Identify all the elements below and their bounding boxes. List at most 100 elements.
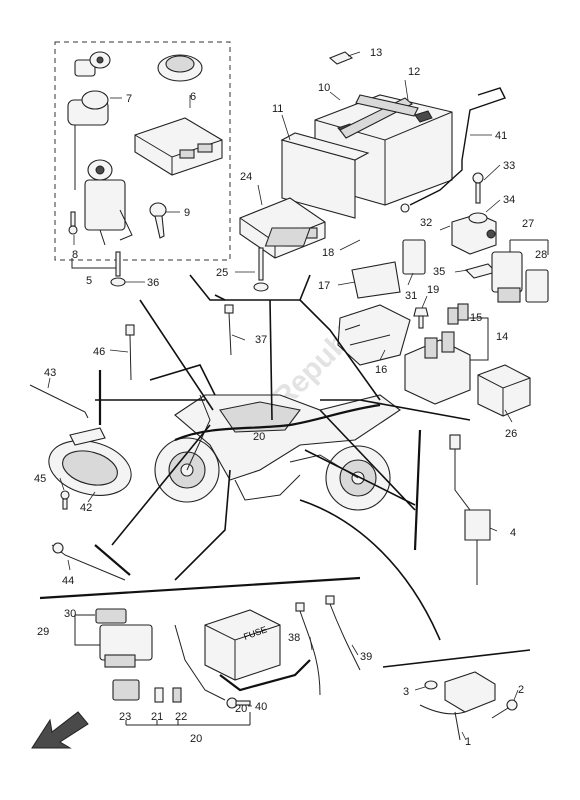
callout-14: 14 [496, 331, 508, 343]
callout-41: 41 [495, 130, 507, 142]
cable-tie-38-part [295, 602, 321, 696]
cable-tie-44-head [52, 542, 64, 554]
callout-7: 7 [126, 93, 132, 105]
callout-16: 16 [375, 364, 387, 376]
divider-mid [98, 370, 422, 551]
callout-20-center: 20 [253, 431, 265, 443]
cable-tie-39-part [325, 595, 361, 671]
callout-10: 10 [318, 82, 330, 94]
callout-5: 5 [86, 275, 92, 287]
callout-31: 31 [405, 290, 417, 302]
callout-4: 4 [510, 527, 516, 539]
bracket-14-15 [470, 317, 489, 361]
main-switch-part [67, 51, 133, 246]
cover-16-part [337, 304, 411, 366]
battery-pad-part [328, 51, 354, 65]
callout-40: 40 [255, 701, 267, 713]
leader-lines [95, 274, 531, 668]
callout-18: 18 [322, 247, 334, 259]
callout-32: 32 [420, 217, 432, 229]
sensor-4-part [449, 434, 491, 585]
callout-15: 15 [470, 312, 482, 324]
callout-11: 11 [272, 103, 283, 115]
pad-18-part [264, 227, 311, 247]
fuse-box-wire [219, 659, 311, 692]
bolt-36-part [110, 251, 126, 287]
callout-19: 19 [427, 284, 439, 296]
screw-45-part [60, 490, 70, 510]
cable-tie-43-part [29, 384, 89, 419]
motorcycle-part [154, 394, 401, 511]
washer-3-part [424, 680, 438, 690]
bracket-20 [125, 712, 251, 726]
bolt-19-part [413, 307, 429, 329]
callout-26: 26 [505, 428, 517, 440]
bracket-27-28 [509, 239, 549, 255]
callout-28: 28 [535, 249, 547, 261]
callout-34: 34 [503, 194, 515, 206]
bracket-29-30 [74, 614, 100, 646]
callout-20-bottom: 20 [190, 733, 202, 745]
lead-40-part [174, 624, 226, 701]
callout-12: 12 [408, 66, 420, 78]
callout-35: 35 [433, 266, 445, 278]
bolt-33-part [472, 172, 484, 204]
callout-29: 29 [37, 626, 49, 638]
callout-17: 17 [318, 280, 330, 292]
callout-1: 1 [465, 736, 471, 748]
main-harness [174, 403, 381, 442]
relay-26-part [477, 364, 531, 417]
callout-33: 33 [503, 160, 515, 172]
battery-band-part [339, 94, 419, 139]
callout-37: 37 [255, 334, 267, 346]
callout-36: 36 [147, 277, 159, 289]
ecu-part [134, 117, 223, 176]
screw-8-part [68, 211, 78, 235]
relay-31-part [402, 239, 426, 275]
cover-28-part [525, 269, 549, 303]
callout-9: 9 [184, 207, 190, 219]
callout-25: 25 [216, 267, 228, 279]
callout-leaders [47, 51, 519, 741]
switch-1-part [419, 671, 496, 741]
bolt-25-part [253, 247, 269, 292]
screw-2-part [491, 699, 518, 719]
fuse-22-part [172, 687, 182, 703]
nut-34-part [468, 212, 488, 224]
callout-43: 43 [44, 367, 56, 379]
fuse-box-part: FUSE [204, 609, 281, 681]
battery-cover-part [280, 132, 370, 219]
callout-44: 44 [62, 575, 74, 587]
lock-cap-part [157, 54, 203, 82]
callout-24: 24 [240, 171, 252, 183]
horn-part [48, 427, 132, 496]
divider-lower-left [39, 576, 361, 600]
cable-tie-46-part [125, 324, 135, 381]
callout-6: 6 [190, 91, 196, 103]
fuse-23-part [112, 679, 140, 701]
fuse-15-part [447, 307, 459, 325]
front-direction-arrow [31, 711, 89, 749]
cushion-17-part [351, 261, 401, 299]
callout-42: 42 [80, 502, 92, 514]
callout-38: 38 [288, 632, 300, 644]
cable-tie-37-part [224, 304, 234, 356]
starter-relay-part [404, 331, 471, 405]
callout-3: 3 [403, 686, 409, 698]
battery-lead-part [400, 87, 506, 213]
callout-46: 46 [93, 346, 105, 358]
ignition-group-box [54, 41, 231, 261]
callout-labels: 1 2 3 4 5 6 7 8 9 10 11 12 13 14 15 16 1… [34, 47, 547, 748]
relay-29-connector [104, 654, 136, 668]
callout-39: 39 [360, 651, 372, 663]
callout-2: 2 [518, 684, 524, 696]
key-part [149, 202, 167, 239]
relay-27-part [491, 251, 523, 303]
fuse-21-part [154, 687, 164, 703]
callout-30: 30 [64, 608, 76, 620]
callout-8: 8 [72, 249, 78, 261]
callout-27: 27 [522, 218, 534, 230]
fuse-15b-part [457, 303, 469, 321]
callout-20-fuse: 20 [235, 703, 247, 715]
